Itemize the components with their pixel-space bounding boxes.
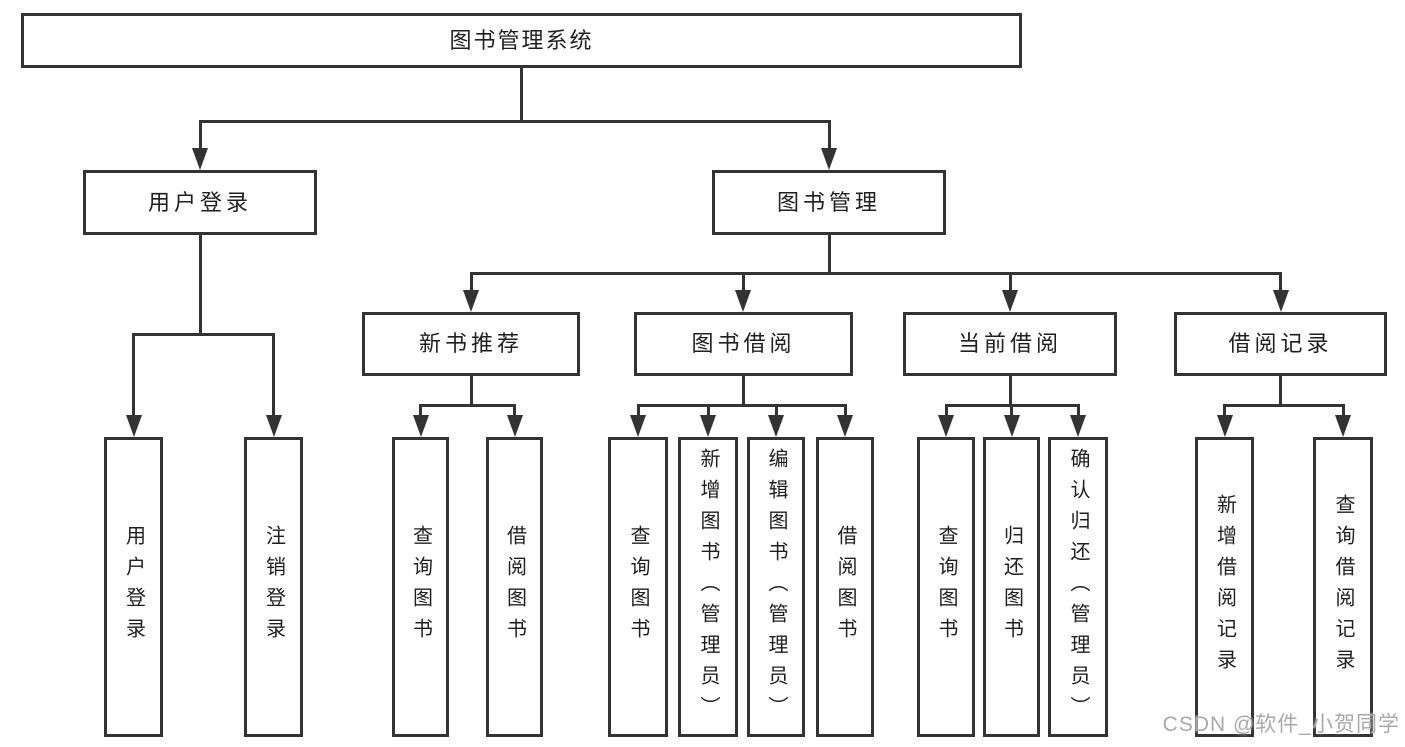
node-leaf-bb-borrow: 借阅图书 bbox=[816, 437, 874, 737]
arrow-down-icon bbox=[412, 415, 429, 437]
connector-sections-rail bbox=[469, 272, 1282, 275]
node-leaf-user-login: 用户登录 bbox=[104, 437, 163, 737]
arrow-down-icon bbox=[938, 415, 954, 437]
arrow-down-icon bbox=[1002, 290, 1018, 312]
node-leaf-nb-query: 查询图书 bbox=[392, 437, 449, 737]
connector-leaf-drop bbox=[419, 404, 422, 417]
node-new-book-rec: 新书推荐 bbox=[362, 312, 580, 376]
node-leaf-cb-query: 查询图书 bbox=[917, 437, 975, 737]
connector-leaf-drop bbox=[1223, 404, 1226, 417]
connector-records-rail bbox=[1223, 404, 1345, 407]
connector-leaf-drop bbox=[1341, 404, 1345, 417]
arrow-down-icon bbox=[506, 415, 523, 437]
connector-leaf-drop bbox=[636, 404, 640, 417]
connector-logout-drop bbox=[272, 333, 275, 415]
connector-leaf-drop bbox=[843, 404, 847, 417]
node-leaf-bb-edit: 编辑图书（管理员） bbox=[747, 437, 805, 737]
arrow-down-icon bbox=[1216, 415, 1233, 437]
connector-records-drop bbox=[1279, 272, 1282, 292]
arrow-down-icon bbox=[700, 415, 716, 437]
connector-leaf-drop bbox=[706, 404, 710, 417]
arrow-down-icon bbox=[1272, 290, 1289, 312]
connector-leaf-drop bbox=[1010, 404, 1013, 417]
arrow-down-icon bbox=[768, 415, 784, 437]
node-book-mgmt: 图书管理 bbox=[712, 170, 946, 235]
arrow-down-icon bbox=[1070, 415, 1086, 437]
node-leaf-logout: 注销登录 bbox=[244, 437, 303, 737]
node-leaf-cb-return: 归还图书 bbox=[983, 437, 1040, 737]
connector-user-login-drop bbox=[198, 120, 202, 150]
connector-new-book-stem bbox=[469, 376, 473, 404]
arrow-down-icon bbox=[125, 415, 142, 437]
connector-book-borrow-stem bbox=[741, 376, 745, 404]
connector-root-stem bbox=[520, 68, 523, 120]
connector-level2-rail bbox=[198, 120, 831, 123]
connector-book-mgmt-drop bbox=[827, 120, 831, 150]
node-book-borrow: 图书借阅 bbox=[634, 312, 853, 376]
arrow-down-icon bbox=[463, 290, 479, 312]
node-leaf-br-query: 查询借阅记录 bbox=[1313, 437, 1373, 737]
node-root: 图书管理系统 bbox=[21, 13, 1022, 68]
connector-current-drop bbox=[1008, 272, 1012, 292]
connector-new-book-drop bbox=[469, 272, 473, 292]
connector-new-book-rail bbox=[419, 404, 516, 407]
node-leaf-br-add: 新增借阅记录 bbox=[1195, 437, 1254, 737]
connector-current-stem bbox=[1008, 376, 1012, 404]
connector-leaf-drop bbox=[774, 404, 778, 417]
arrow-down-icon bbox=[837, 415, 853, 437]
connector-borrow-drop bbox=[741, 272, 745, 292]
connector-book-borrow-rail bbox=[636, 404, 847, 407]
connector-login-drop bbox=[132, 333, 135, 415]
arrow-down-icon bbox=[192, 148, 208, 170]
node-current-borrow: 当前借阅 bbox=[903, 312, 1117, 376]
arrow-down-icon bbox=[1003, 415, 1020, 437]
node-user-login: 用户登录 bbox=[83, 170, 317, 235]
node-leaf-cb-confirm: 确认归还（管理员） bbox=[1048, 437, 1108, 737]
connector-leaf-drop bbox=[513, 404, 516, 417]
node-leaf-bb-query: 查询图书 bbox=[608, 437, 668, 737]
csdn-watermark: CSDN @软件_小贺同学 bbox=[1162, 713, 1400, 736]
connector-leaf-drop bbox=[1076, 404, 1080, 417]
connector-records-stem bbox=[1279, 376, 1282, 404]
node-leaf-bb-add: 新增图书（管理员） bbox=[678, 437, 738, 737]
arrow-down-icon bbox=[821, 148, 837, 170]
node-borrow-records: 借阅记录 bbox=[1174, 312, 1387, 376]
arrow-down-icon bbox=[630, 415, 646, 437]
arrow-down-icon bbox=[265, 415, 282, 437]
arrow-down-icon bbox=[735, 290, 751, 312]
arrow-down-icon bbox=[1335, 415, 1351, 437]
connector-leaf-drop bbox=[944, 404, 948, 417]
connector-user-login-rail bbox=[132, 333, 275, 336]
node-leaf-nb-borrow: 借阅图书 bbox=[486, 437, 543, 737]
connector-book-mgmt-stem bbox=[827, 235, 831, 272]
connector-user-login-stem bbox=[198, 235, 202, 333]
